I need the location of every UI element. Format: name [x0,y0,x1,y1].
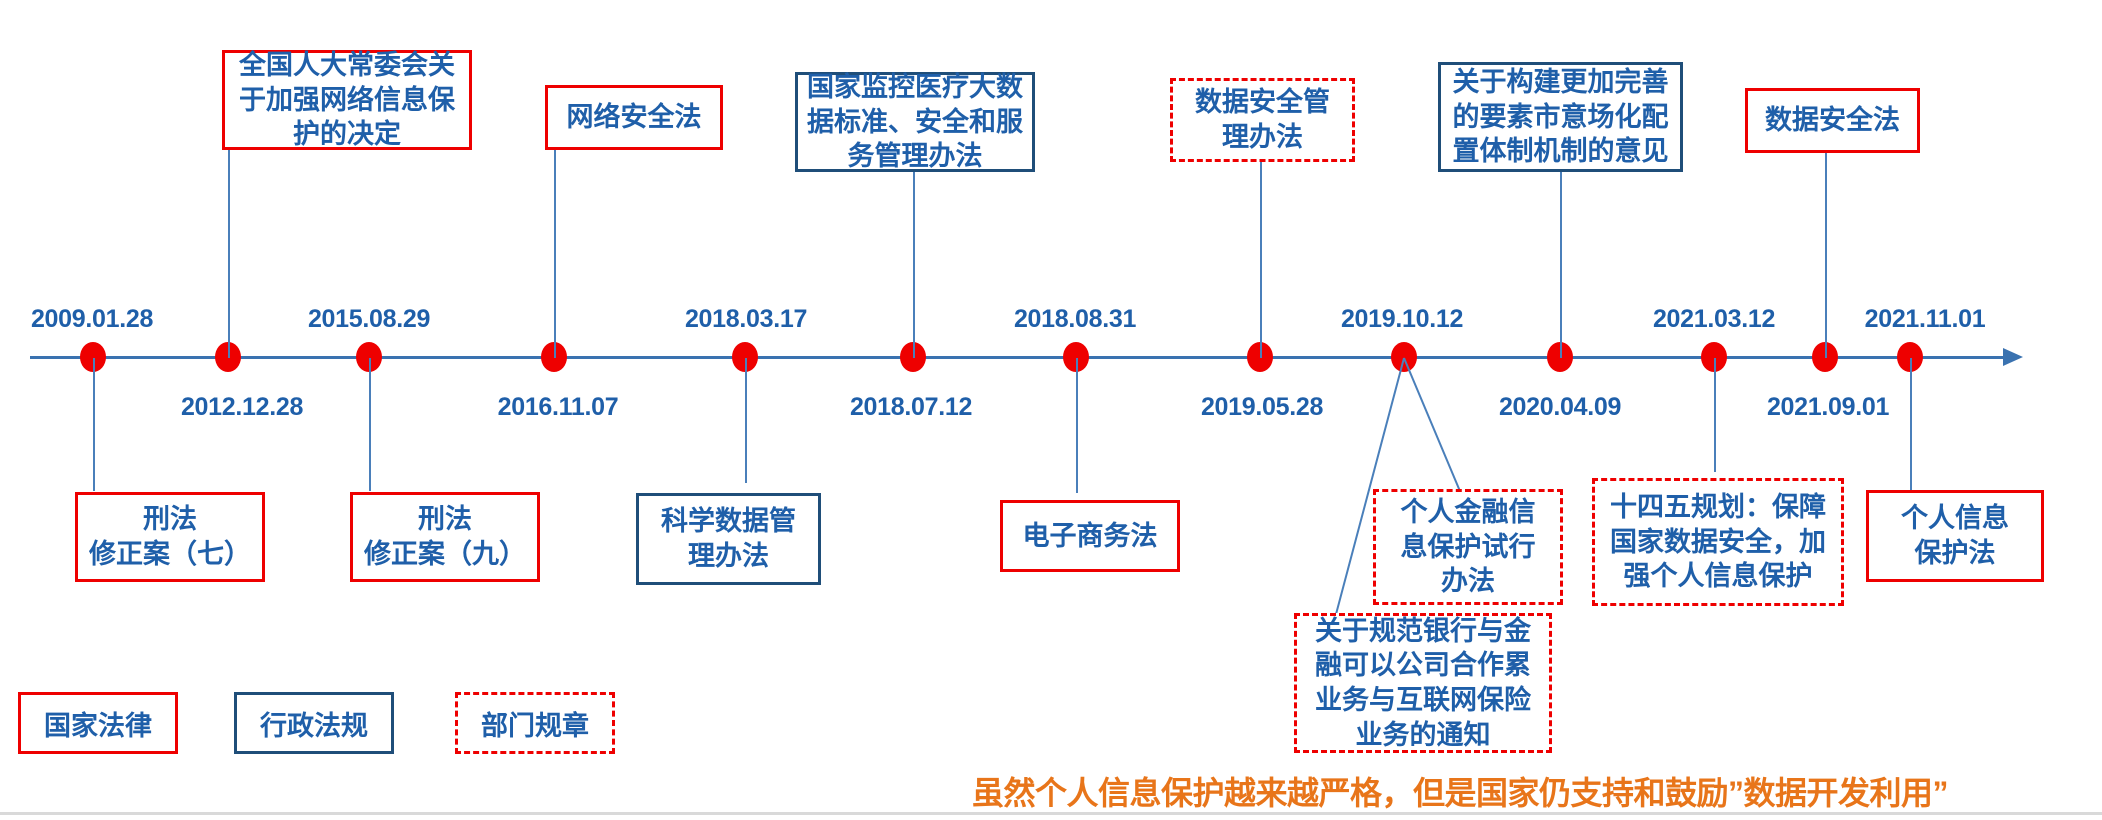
event-box-data-security-law[interactable]: 数据安全法 [1745,88,1920,153]
event-box-line: 数据安全管 [1195,87,1330,118]
date-label-2019-05-28: 2019.05.28 [1200,393,1324,421]
date-label-2016-11-07: 2016.11.07 [497,393,619,421]
legend-label: 行政法规 [260,710,368,741]
date-label-2020-04-09: 2020.04.09 [1498,393,1622,421]
date-label-2019-10-12: 2019.10.12 [1340,305,1464,333]
connector-stem [745,358,747,483]
event-box-medical-bigdata-measures[interactable]: 国家监控医疗大数 据标准、安全和服 务管理办法 [795,72,1035,172]
event-box-line: 国家数据安全，加 [1610,526,1826,557]
event-box-npc-decision[interactable]: 全国人大常委会关 于加强网络信息保 护的决定 [222,50,472,150]
event-box-data-security-admin-measures[interactable]: 数据安全管 理办法 [1170,78,1355,162]
date-label-2012-12-28: 2012.12.28 [180,393,304,421]
event-box-line: 务管理办法 [847,141,983,172]
date-label-2021-03-12: 2021.03.12 [1652,305,1776,333]
event-box-line: 融可以公司合作累 [1315,650,1531,681]
event-box-bank-internet-insurance-notice[interactable]: 关于规范银行与金 融可以公司合作累 业务与互联网保险 业务的通知 [1294,613,1552,753]
date-label-2021-09-01: 2021.09.01 [1766,393,1890,421]
connector-stem [1076,358,1078,493]
legend-label: 部门规章 [481,710,589,741]
date-label-2018-08-31: 2018.08.31 [1013,305,1137,333]
event-box-line: 的要素市意场化配 [1452,101,1669,132]
footer-divider [0,812,2102,815]
event-box-line: 电子商务法 [1022,520,1158,551]
event-box-line: 业务的通知 [1355,719,1491,750]
event-box-line: 修正案（七） [89,539,251,569]
event-box-line: 刑法 [143,504,197,535]
event-box-personal-information-protection-law[interactable]: 个人信息 保护法 [1866,490,2044,582]
event-box-line: 理办法 [1222,122,1303,152]
connector-stem [1560,148,1562,358]
date-label-2009-01-28: 2009.01.28 [30,305,154,333]
event-box-scientific-data-measures[interactable]: 科学数据管 理办法 [636,493,821,585]
event-box-line: 理办法 [688,541,769,571]
event-box-line: 十四五规划：保障 [1610,492,1826,523]
event-box-line: 全国人大常委会关 [239,50,455,81]
connector-stem [93,358,95,491]
footer-note: 虽然个人信息保护越来越严格，但是国家仍支持和鼓励”数据开发利用” [972,775,1949,811]
event-box-line: 关于构建更加完善 [1452,67,1669,98]
timeline-axis [30,356,2005,359]
event-box-line: 个人信息 [1901,503,2009,534]
connector-stem [554,133,556,358]
event-box-line: 保护法 [1914,538,1996,568]
date-label-2021-11-01: 2021.11.01 [1864,305,1986,333]
event-box-line: 个人金融信 [1400,497,1536,528]
event-box-personal-finance-info-measures[interactable]: 个人金融信 息保护试行 办法 [1373,489,1563,605]
event-box-cybersecurity-law[interactable]: 网络安全法 [545,85,723,150]
event-box-line: 科学数据管 [661,506,796,537]
legend-item-department-rule[interactable]: 部门规章 [455,692,615,754]
event-box-line: 业务与互联网保险 [1315,685,1531,715]
connector-stem [913,131,915,358]
event-box-line: 修正案（九） [364,539,526,569]
connector-stem [1825,140,1827,358]
timeline-node[interactable] [1391,342,1417,372]
timeline-arrow-icon [2003,348,2023,366]
connector-stem [228,148,230,358]
connector-stem [1714,358,1716,472]
event-box-line: 办法 [1441,566,1495,597]
event-box-line: 于加强网络信息保 [239,84,455,115]
date-label-2018-07-12: 2018.07.12 [849,393,973,421]
legend-item-national-law[interactable]: 国家法律 [18,692,178,754]
connector-stem [369,358,371,491]
event-box-line: 护的决定 [293,119,401,150]
event-box-ecommerce-law[interactable]: 电子商务法 [1000,500,1180,572]
event-box-line: 刑法 [418,504,472,535]
connector-stem [1260,136,1262,358]
date-label-2015-08-29: 2015.08.29 [307,305,431,333]
event-box-criminal-law-amendment-9[interactable]: 刑法 修正案（九） [350,492,540,582]
event-box-line: 置体制机制的意见 [1452,136,1669,167]
event-box-criminal-law-amendment-7[interactable]: 刑法 修正案（七） [75,492,265,582]
event-box-line: 息保护试行 [1400,531,1536,562]
connector-stem [1910,358,1912,490]
event-box-line: 国家监控医疗大数 [807,72,1023,103]
legend-label: 国家法律 [44,710,152,741]
event-box-line: 数据安全法 [1765,105,1900,136]
event-box-line: 网络安全法 [566,102,702,133]
date-label-2018-03-17: 2018.03.17 [684,305,808,333]
event-box-line: 强个人信息保护 [1623,561,1813,592]
event-box-line: 据标准、安全和服 [807,106,1023,137]
event-box-line: 关于规范银行与金 [1315,615,1531,646]
event-box-factor-market-opinion[interactable]: 关于构建更加完善 的要素市意场化配 置体制机制的意见 [1438,62,1683,172]
event-box-14th-five-year-plan[interactable]: 十四五规划：保障 国家数据安全，加 强个人信息保护 [1592,478,1844,606]
branch-connector [1334,357,1463,619]
legend-item-administrative-regulation[interactable]: 行政法规 [234,692,394,754]
